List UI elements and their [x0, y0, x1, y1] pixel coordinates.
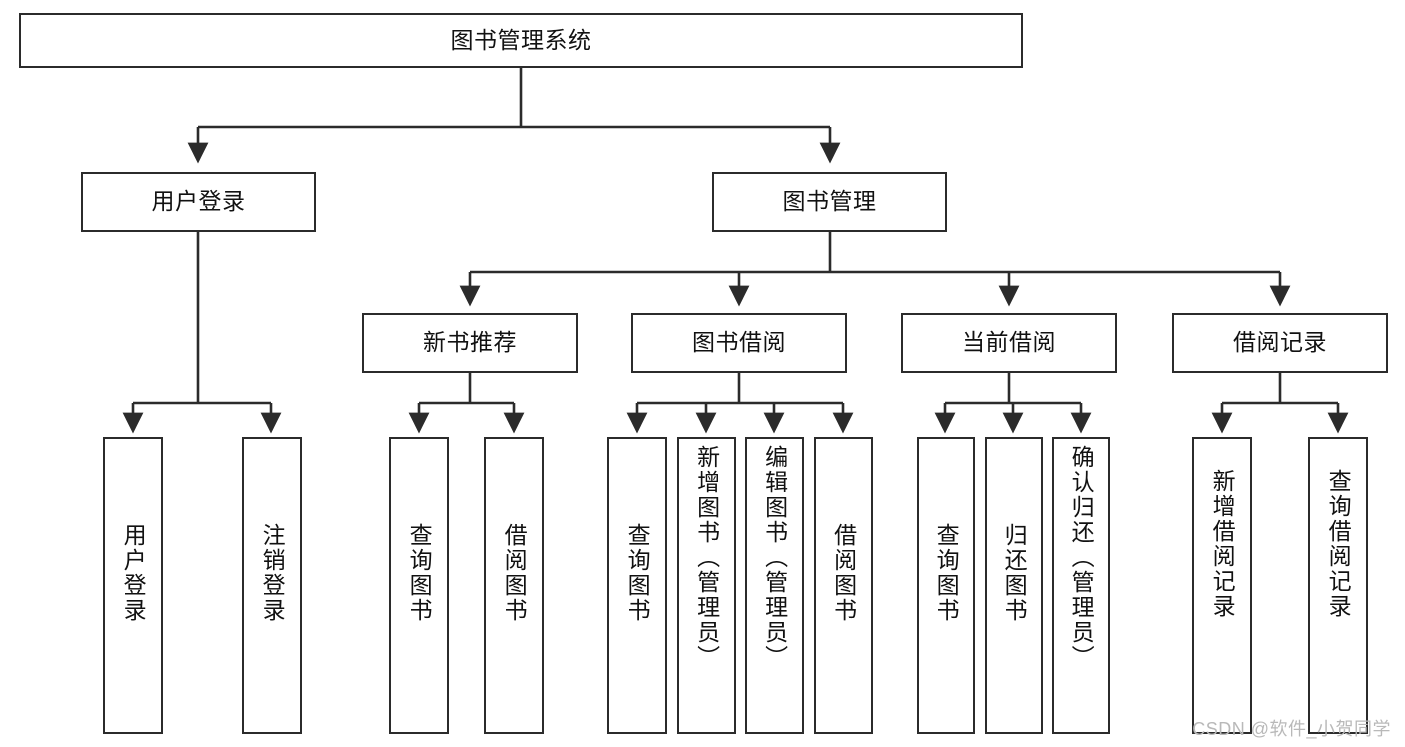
leaf-confirm-return-admin[interactable]: 确认归还（管理员）	[1052, 437, 1110, 734]
watermark-text: CSDN @软件_小贺同学	[1192, 719, 1391, 739]
node-label: 查询图书	[406, 523, 433, 623]
node-label: 图书借阅	[692, 329, 786, 356]
node-label: 图书管理系统	[450, 26, 592, 53]
node-label: 注销登录	[259, 523, 286, 623]
node-label: 借阅图书	[830, 523, 857, 623]
node-borrow-record[interactable]: 借阅记录	[1172, 313, 1388, 373]
leaf-query-borrow-record[interactable]: 查询借阅记录	[1308, 437, 1368, 734]
node-label: 用户登录	[151, 188, 246, 215]
node-label: 新增借阅记录	[1209, 469, 1236, 619]
node-label: 借阅记录	[1233, 329, 1327, 356]
leaf-borrow-book-recommend[interactable]: 借阅图书	[484, 437, 544, 734]
leaf-query-book-recommend[interactable]: 查询图书	[389, 437, 449, 734]
leaf-borrow-book[interactable]: 借阅图书	[814, 437, 873, 734]
node-label: 新书推荐	[423, 329, 517, 356]
node-current-borrow[interactable]: 当前借阅	[901, 313, 1117, 373]
node-user-login[interactable]: 用户登录	[81, 172, 316, 232]
leaf-query-book-borrow[interactable]: 查询图书	[607, 437, 667, 734]
node-label: 当前借阅	[962, 329, 1056, 356]
leaf-edit-book-admin[interactable]: 编辑图书（管理员）	[745, 437, 804, 734]
node-label: 用户登录	[120, 523, 147, 623]
node-book-borrow[interactable]: 图书借阅	[631, 313, 847, 373]
node-label: 图书管理	[782, 188, 877, 215]
leaf-logout-login[interactable]: 注销登录	[242, 437, 302, 734]
leaf-query-book-current[interactable]: 查询图书	[917, 437, 975, 734]
node-book-management[interactable]: 图书管理	[712, 172, 947, 232]
node-label: 归还图书	[1001, 523, 1028, 623]
leaf-add-book-admin[interactable]: 新增图书（管理员）	[677, 437, 736, 734]
node-label: 查询图书	[624, 523, 651, 623]
leaf-return-book[interactable]: 归还图书	[985, 437, 1043, 734]
leaf-add-borrow-record[interactable]: 新增借阅记录	[1192, 437, 1252, 734]
node-label: 新增图书（管理员）	[693, 445, 720, 670]
leaf-user-login[interactable]: 用户登录	[103, 437, 163, 734]
node-label: 确认归还（管理员）	[1068, 445, 1095, 670]
node-new-book-recommend[interactable]: 新书推荐	[362, 313, 578, 373]
node-label: 编辑图书（管理员）	[761, 445, 788, 670]
node-label: 查询图书	[933, 523, 960, 623]
node-label: 借阅图书	[501, 523, 528, 623]
node-root-book-management-system[interactable]: 图书管理系统	[19, 13, 1023, 68]
node-label: 查询借阅记录	[1325, 469, 1352, 619]
